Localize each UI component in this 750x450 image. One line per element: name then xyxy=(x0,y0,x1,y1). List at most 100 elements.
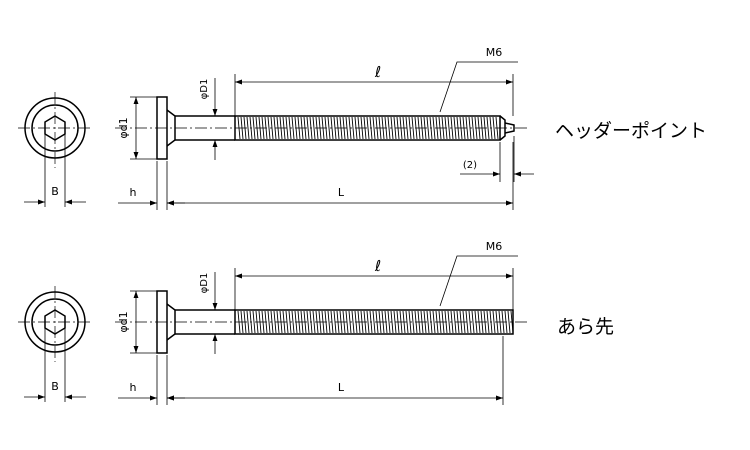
thread-line xyxy=(270,116,274,140)
thread-line xyxy=(261,310,265,334)
thread-line xyxy=(471,310,475,334)
thread-line xyxy=(345,116,349,140)
thread-line xyxy=(378,116,382,140)
thread-line xyxy=(294,116,298,140)
thread-line xyxy=(249,310,253,334)
thread-line xyxy=(459,310,463,334)
thread-line xyxy=(402,310,406,334)
dim-point-length: (2) xyxy=(463,160,477,171)
thread-line xyxy=(246,310,250,334)
thread-line xyxy=(360,310,364,334)
hex-socket-icon xyxy=(44,115,66,141)
thread-line xyxy=(369,116,373,140)
thread-line xyxy=(381,116,385,140)
thread-line xyxy=(318,116,322,140)
thread-line xyxy=(240,116,244,140)
thread-line xyxy=(384,310,388,334)
thread-line xyxy=(426,310,430,334)
thread-line xyxy=(450,116,454,140)
thread-line xyxy=(483,116,487,140)
thread-line xyxy=(333,116,337,140)
thread-line xyxy=(312,310,316,334)
thread-line xyxy=(438,310,442,334)
dim-head-height: h xyxy=(130,381,137,394)
thread-line xyxy=(306,116,310,140)
thread-line xyxy=(405,116,409,140)
thread-line xyxy=(291,310,295,334)
thread-line xyxy=(471,116,475,140)
end-view: B xyxy=(18,92,92,207)
dim-head-height: h xyxy=(130,186,137,199)
thread-line xyxy=(273,116,277,140)
side-view: φd1 φD1 ℓ M6 (2) h xyxy=(115,46,534,210)
thread-line xyxy=(510,310,514,334)
thread-line xyxy=(363,116,367,140)
thread-line xyxy=(486,310,490,334)
thread-line xyxy=(402,116,406,140)
thread-line xyxy=(489,310,493,334)
thread-line xyxy=(357,310,361,334)
thread-line xyxy=(492,310,496,334)
thread-line xyxy=(366,310,370,334)
thread-line xyxy=(429,310,433,334)
thread-line xyxy=(387,116,391,140)
thread-line xyxy=(405,310,409,334)
thread-line xyxy=(303,310,307,334)
thread-line xyxy=(300,116,304,140)
thread-line xyxy=(393,310,397,334)
thread-line xyxy=(237,116,241,140)
thread-line xyxy=(459,116,463,140)
dim-thread-length: ℓ xyxy=(374,63,381,81)
thread-line xyxy=(447,310,451,334)
thread-line xyxy=(348,310,352,334)
thread-line xyxy=(381,310,385,334)
thread-line xyxy=(441,310,445,334)
thread-line xyxy=(462,116,466,140)
thread-line xyxy=(486,116,490,140)
thread-line xyxy=(258,310,262,334)
thread-line xyxy=(255,310,259,334)
thread-line xyxy=(474,116,478,140)
thread-line xyxy=(480,116,484,140)
thread-line xyxy=(387,310,391,334)
dim-thread-length: ℓ xyxy=(374,257,381,275)
thread-line xyxy=(327,310,331,334)
thread-line xyxy=(321,116,325,140)
thread-line xyxy=(417,116,421,140)
thread-line xyxy=(309,116,313,140)
thread-line xyxy=(303,116,307,140)
thread-line xyxy=(243,310,247,334)
thread-line xyxy=(297,116,301,140)
thread-line xyxy=(462,310,466,334)
thread-line xyxy=(468,116,472,140)
thread-line xyxy=(351,310,355,334)
figure-header-point: B φd1 φD1 xyxy=(18,46,707,210)
thread-line xyxy=(420,116,424,140)
thread-line xyxy=(393,116,397,140)
thread-line xyxy=(288,310,292,334)
thread-line xyxy=(324,116,328,140)
thread-line xyxy=(318,310,322,334)
thread-line xyxy=(315,310,319,334)
thread-line xyxy=(426,116,430,140)
thread-line xyxy=(312,116,316,140)
thread-line xyxy=(399,116,403,140)
figure-label-header-point: ヘッダーポイント xyxy=(555,120,707,142)
dim-b: B xyxy=(51,185,59,198)
thread-line xyxy=(390,116,394,140)
thread-line xyxy=(498,310,502,334)
thread-line xyxy=(270,310,274,334)
dim-phi-D1: φD1 xyxy=(199,273,210,294)
thread-line xyxy=(453,116,457,140)
thread-line xyxy=(354,310,358,334)
dim-length: L xyxy=(338,381,345,394)
thread-line xyxy=(306,310,310,334)
thread-line xyxy=(444,116,448,140)
side-view: φd1 φD1 ℓ M6 h L xyxy=(115,240,528,405)
thread-line xyxy=(330,310,334,334)
thread-line xyxy=(264,116,268,140)
thread-line xyxy=(414,310,418,334)
hex-socket-icon xyxy=(44,309,66,335)
thread-line xyxy=(243,116,247,140)
